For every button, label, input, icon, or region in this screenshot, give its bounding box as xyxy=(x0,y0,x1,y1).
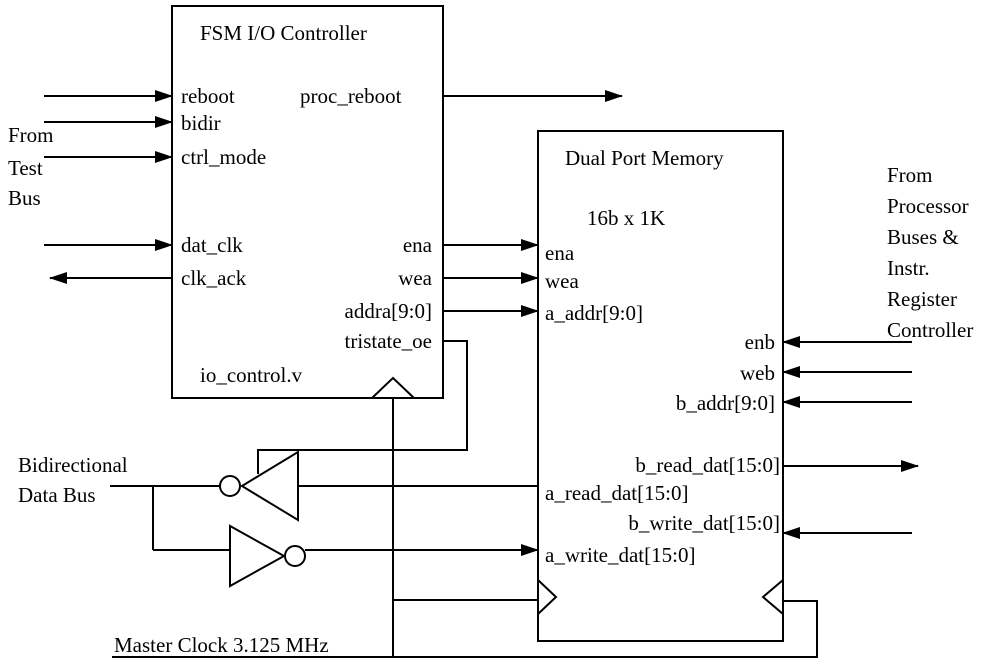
fsm-ena-label: ena xyxy=(403,233,433,257)
processor-label-3: Buses & xyxy=(887,225,959,249)
write-buffer-bubble xyxy=(284,545,306,567)
fsm-addra-label: addra[9:0] xyxy=(345,299,432,323)
mem-a-write-label: a_write_dat[15:0] xyxy=(545,543,695,567)
clk-ack-label: clk_ack xyxy=(181,266,247,290)
mem-a-read-label: a_read_dat[15:0] xyxy=(545,481,688,505)
reboot-label: reboot xyxy=(181,84,235,108)
proc-reboot-label: proc_reboot xyxy=(300,84,402,108)
bidir-bus-label-1: Bidirectional xyxy=(18,453,128,477)
dual-port-memory-box xyxy=(537,130,784,642)
mem-web-label: web xyxy=(740,361,775,385)
tristate-oe-label: tristate_oe xyxy=(345,329,432,353)
mem-b-write-label: b_write_dat[15:0] xyxy=(628,511,780,535)
master-clock-label: Master Clock 3.125 MHz xyxy=(114,633,329,657)
mem-clock-b-triangle xyxy=(761,579,784,615)
clock-to-mem-b-wire xyxy=(112,600,818,658)
mem-ena-label: ena xyxy=(545,241,575,265)
dat-clk-label: dat_clk xyxy=(181,233,243,257)
test-bus-label-bus: Bus xyxy=(8,186,41,210)
mem-wea-label: wea xyxy=(545,269,579,293)
processor-label-2: Processor xyxy=(887,194,969,218)
fsm-wea-label: wea xyxy=(398,266,432,290)
bidir-label: bidir xyxy=(181,111,221,135)
processor-label-4: Instr. xyxy=(887,256,930,280)
processor-label-1: From xyxy=(887,163,933,187)
fsm-controller-box xyxy=(171,5,444,399)
mem-a-addr-label: a_addr[9:0] xyxy=(545,301,643,325)
mem-b-read-label: b_read_dat[15:0] xyxy=(635,453,780,477)
fsm-title: FSM I/O Controller xyxy=(200,21,367,45)
test-bus-label-from: From xyxy=(8,123,54,147)
processor-label-5: Register xyxy=(887,287,957,311)
memory-size: 16b x 1K xyxy=(587,206,665,230)
write-buffer xyxy=(229,524,287,588)
bidir-bus-label-2: Data Bus xyxy=(18,483,96,507)
read-buffer-bubble xyxy=(219,475,241,497)
fsm-clock-triangle xyxy=(371,376,415,399)
processor-label-6: Controller xyxy=(887,318,973,342)
memory-title: Dual Port Memory xyxy=(565,146,724,170)
mem-enb-label: enb xyxy=(745,330,775,354)
mem-clock-a-triangle xyxy=(537,579,558,615)
tristate-enable-wire xyxy=(257,340,468,474)
mem-b-addr-label: b_addr[9:0] xyxy=(676,391,775,415)
io-control-file-label: io_control.v xyxy=(200,363,303,387)
read-tristate-buffer xyxy=(240,450,299,522)
ctrl-mode-label: ctrl_mode xyxy=(181,145,266,169)
test-bus-label-test: Test xyxy=(8,156,43,180)
